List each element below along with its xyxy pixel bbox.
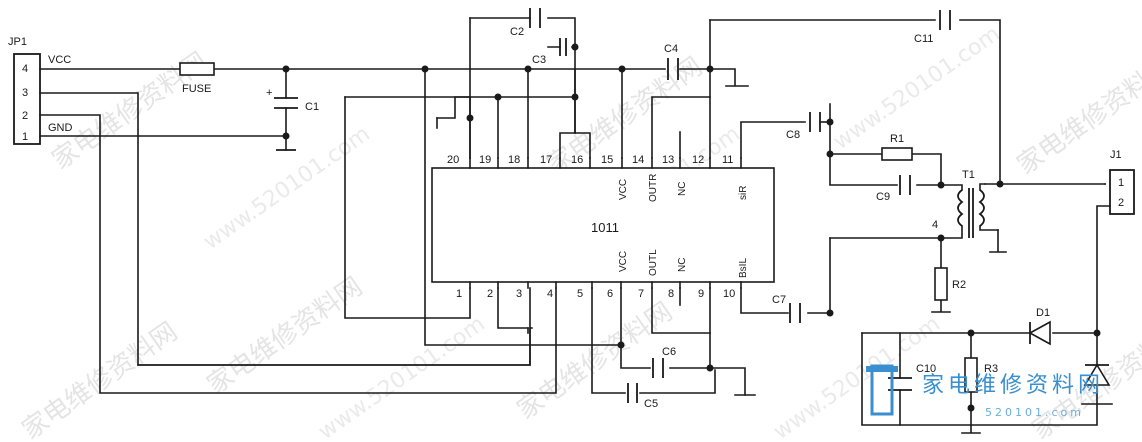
ic-pin-11: 11: [722, 154, 733, 166]
junction-dots: [282, 43, 1101, 412]
ic-pin-1: 1: [456, 288, 462, 300]
ic-label-nc-bottom: NC: [677, 258, 688, 272]
capacitor-c9: C9: [876, 175, 911, 203]
c9-label: C9: [876, 191, 890, 203]
jp1-body: [13, 53, 41, 145]
net-label-gnd: GND: [48, 122, 73, 134]
ic-pin-6: 6: [607, 288, 613, 300]
watermark-text: www.520101.com: [314, 311, 490, 442]
c1-polarity: +: [266, 87, 272, 99]
c1-label: C1: [305, 101, 319, 113]
ic-label-outr: OUTR: [648, 174, 659, 202]
ic-pin-13: 13: [662, 154, 674, 166]
ic-pin-20: 20: [447, 154, 459, 166]
ic-pin-2: 2: [487, 288, 493, 300]
capacitor-c2: C2: [510, 8, 541, 38]
ic-pin-5: 5: [577, 288, 583, 300]
ic-pin-3: 3: [516, 288, 522, 300]
r2-label: R2: [952, 279, 966, 291]
ic-pin-9: 9: [698, 288, 704, 300]
connector-j1: J1 1 2: [1109, 149, 1135, 215]
ic-pin-10: 10: [723, 288, 735, 300]
ic-label-sir: siR: [738, 186, 749, 200]
j1-body: [1109, 169, 1135, 215]
jp1-label: JP1: [8, 36, 27, 48]
ic-name: 1011: [591, 220, 619, 235]
logo-text: 家电维修资料网: [922, 373, 1104, 398]
diode-d1: D1: [1028, 307, 1051, 346]
c5-label: C5: [644, 398, 658, 410]
c3-label: C3: [532, 54, 546, 66]
ic-label-vcc-bottom: VCC: [618, 251, 629, 272]
ic-pin-15: 15: [601, 154, 613, 166]
c8-label: C8: [786, 129, 800, 141]
watermark-text: www.520101.com: [769, 311, 945, 442]
capacitor-c6: C6: [652, 346, 676, 378]
t1-label: T1: [962, 169, 975, 181]
diode-unlabeled: [1083, 363, 1111, 386]
capacitor-c4: C4: [664, 43, 679, 80]
jp1-pin-4: 4: [22, 63, 28, 75]
ic-1011: 20 19 18 17 16 15 14 13 12 11 1 2 3 4 5 …: [431, 131, 775, 329]
jp1-pin-3: 3: [22, 87, 28, 99]
watermark-text: 家电维修资料网: [1012, 52, 1142, 181]
d1-label: D1: [1036, 307, 1050, 319]
ic-pin-7: 7: [638, 288, 644, 300]
capacitor-c1: + C1: [266, 87, 319, 151]
fuse-component: FUSE: [179, 62, 215, 95]
ic-pin-8: 8: [668, 288, 674, 300]
ic-pin-19: 19: [479, 154, 491, 166]
transformer-t1: T1 4: [932, 169, 999, 239]
net-label-vcc: VCC: [48, 54, 71, 66]
ic-label-bsil: BsIL: [738, 258, 749, 278]
capacitor-c3: C3: [532, 38, 567, 66]
watermark-text: www.520101.com: [199, 121, 375, 254]
capacitor-c8: C8: [786, 112, 831, 141]
t1-tap-label: 4: [932, 219, 938, 231]
capacitor-c11: C11: [914, 10, 951, 45]
c11-label: C11: [914, 33, 933, 45]
connector-jp1: JP1 4 3 2 1 VCC GND: [8, 36, 73, 145]
c4-label: C4: [664, 43, 678, 55]
capacitor-c5: C5: [627, 383, 658, 410]
c7-label: C7: [772, 294, 786, 306]
ic-label-outl: OUTL: [648, 249, 659, 276]
c10-label: C10: [916, 363, 936, 375]
ic-pin-16: 16: [571, 154, 583, 166]
j1-pin-1: 1: [1118, 177, 1124, 189]
resistor-r3: R3: [964, 357, 998, 393]
capacitor-c7: C7: [772, 294, 801, 323]
ic-pin-4: 4: [547, 288, 553, 300]
ic-label-nc-top: NC: [677, 182, 688, 196]
fuse-label: FUSE: [182, 83, 211, 95]
j1-label: J1: [1110, 149, 1122, 161]
ic-pin-12: 12: [692, 154, 704, 166]
c6-label: C6: [662, 346, 676, 358]
site-logo: 家电维修资料网 520101.com: [866, 364, 1104, 419]
watermark-text: 家电维修资料网: [202, 272, 368, 401]
r1-label: R1: [890, 133, 904, 145]
wire-layer: [39, 17, 1113, 434]
ic-label-vcc-top: VCC: [618, 179, 629, 200]
jp1-pin-2: 2: [22, 110, 28, 122]
ic-pin-14: 14: [632, 154, 644, 166]
r3-label: R3: [984, 363, 998, 375]
resistor-r1: R1: [881, 133, 913, 161]
jp1-pin-1: 1: [22, 131, 28, 143]
logo-number: 520101.com: [985, 406, 1084, 419]
ic-pin-18: 18: [508, 154, 520, 166]
ic-body: [431, 167, 775, 283]
ic-pin-17: 17: [540, 154, 552, 166]
resistor-r2: R2: [934, 267, 966, 301]
c2-label: C2: [510, 26, 524, 38]
j1-pin-2: 2: [1118, 197, 1124, 209]
